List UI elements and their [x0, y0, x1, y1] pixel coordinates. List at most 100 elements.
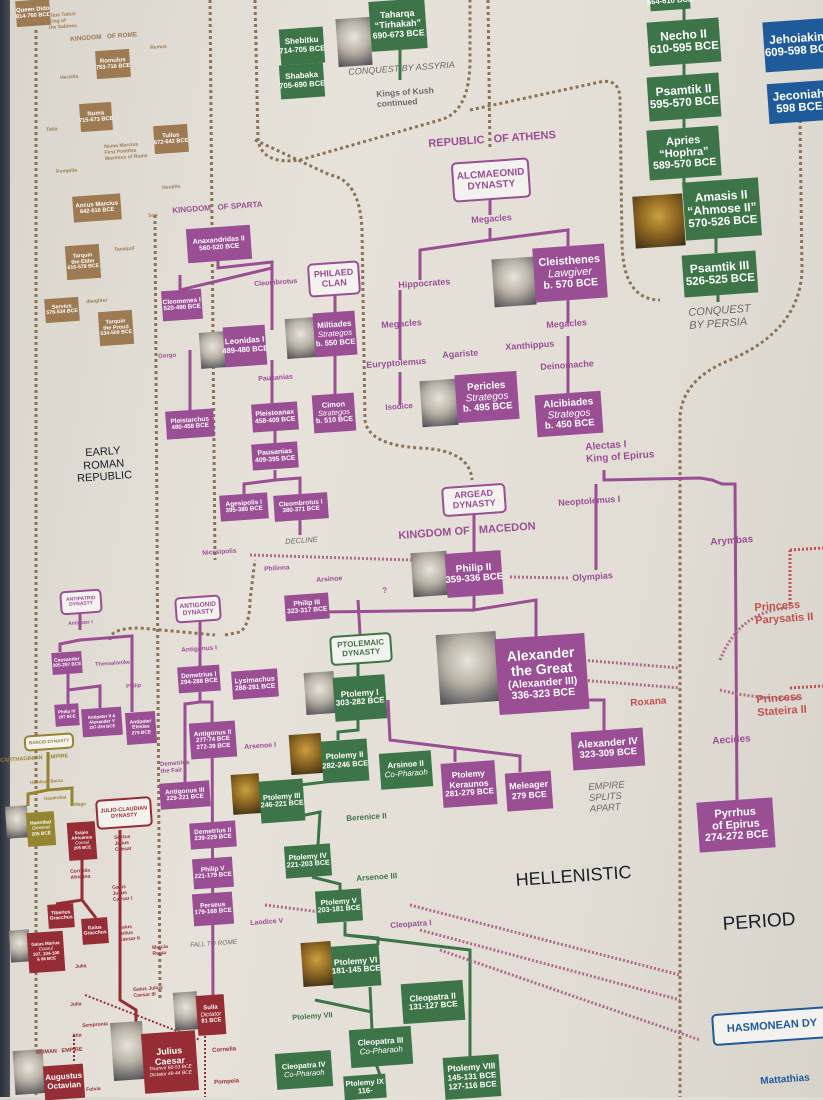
portrait-alexander-the-great: [435, 630, 501, 706]
ruler-text: 246-221 BCE: [260, 798, 304, 810]
ruler-text: 672-642 BCE: [153, 137, 189, 147]
ruler-text: 534-509 BCE: [100, 329, 133, 338]
portrait-amasis-ii: [632, 193, 686, 249]
ruler-box-apries: Apries“Hophra”589-570 BCE: [646, 125, 722, 181]
ruler-text: 279 BCE: [511, 789, 547, 802]
label-titus-tatius: Titus Tatius King of the Sabines: [47, 11, 78, 31]
ruler-text: 279 BCE: [131, 730, 152, 737]
label-conquest-persia: CONQUEST BY PERSIA: [688, 302, 752, 332]
label-gjc-i: Gaius Julius Caesar I: [111, 884, 133, 903]
ruler-text: 203-181 BCE: [317, 903, 361, 915]
ruler-text: 297 BCE: [58, 713, 76, 720]
spouse-dotted-line: [788, 546, 823, 690]
label-julia-2: Julia: [69, 1001, 82, 1008]
ruler-text: 395-380 BCE: [225, 504, 264, 515]
label-parysatis: Princess Parysatis II: [754, 598, 814, 627]
era-boundary-line: [486, 0, 492, 151]
ruler-text: 239-229 BCE: [194, 832, 233, 843]
ruler-text: b. 450 BCE: [544, 417, 595, 432]
ruler-text: DYNASTY: [69, 600, 94, 608]
ruler-text: 409-395 BCE: [254, 454, 296, 465]
ruler-text: HASMONEAN DY: [726, 1016, 818, 1036]
ruler-text: 380-371 BCE: [282, 504, 321, 515]
ruler-text: b. 510 BCE: [315, 415, 354, 426]
ruler-text: DYNASTY: [467, 178, 516, 193]
ruler-text: 489-480 BCE: [222, 343, 269, 356]
label-philip-label: Philip: [126, 682, 142, 690]
label-cornelia-africana: Cornelia Africana: [69, 867, 91, 881]
label-mago: Mago: [74, 801, 87, 807]
portrait-ptolemy-iii: [230, 773, 262, 815]
spouse-dotted-line: [419, 928, 681, 1002]
ruler-text: Co-Pharaoh: [359, 1044, 404, 1057]
spouse-dotted-line: [579, 678, 681, 690]
portrait-cleisthenes: [491, 256, 537, 308]
label-atia: Atia: [71, 1032, 82, 1039]
ruler-box-amasis-ii: Amasis II“Ahmose II”570-526 BCE: [682, 177, 762, 241]
label-tatia: Tatia: [45, 126, 58, 133]
athens-family-line: [398, 290, 570, 405]
label-marcia-regia: Marcia Regia: [151, 943, 169, 957]
ruler-text: 294-288 BCE: [180, 676, 219, 687]
ruler-text: Gracchus: [83, 929, 107, 937]
spouse-dotted-line: [264, 903, 321, 914]
ruler-text: 229-221 BCE: [166, 792, 205, 803]
ruler-text: 305-297 BCE: [52, 662, 82, 670]
spouse-dotted-line: [409, 903, 681, 977]
era-boundary-line: [253, 0, 472, 163]
era-boundary-line: [678, 119, 804, 1097]
ruler-text: 560-520 BCE: [198, 242, 240, 253]
label-empire-splits: EMPIRE SPLITS APART: [587, 779, 626, 815]
sparta-family-line: [188, 350, 302, 535]
antipatrid-family-line: [58, 614, 134, 712]
label-numa-marcius: Numa Marcius First Pontifex Maximus of R…: [103, 141, 148, 162]
label-kings-of-kush: Kings of Kush continued: [375, 84, 435, 109]
ruler-text: Co-Pharaoh: [384, 767, 429, 780]
spouse-dotted-line: [579, 658, 681, 670]
portrait-hannibal: [4, 805, 30, 839]
era-boundary-line: [224, 559, 257, 637]
ruler-text: 690-673 BCE: [372, 27, 425, 41]
ruler-text: 458-409 BCE: [254, 415, 296, 426]
label-stateira: Princess Stateira II: [756, 690, 808, 719]
ruler-text: Gracchus: [49, 914, 73, 922]
label-early-roman-republic: EARLY ROMAN REPUBLIC: [76, 444, 133, 486]
ruler-text: 642-616 BCE: [79, 206, 115, 216]
ruler-text: 664-610 BCE: [646, 0, 694, 7]
ruler-text: Co-Pharaoh: [283, 1067, 325, 1080]
label-fulvia: Fulvia: [85, 1085, 101, 1093]
ruler-text: 336-323 BCE: [511, 686, 576, 703]
ruler-text: 282-246 BCE: [322, 758, 369, 771]
label-demetrius-fair: Demetrius the Fair: [160, 759, 190, 775]
